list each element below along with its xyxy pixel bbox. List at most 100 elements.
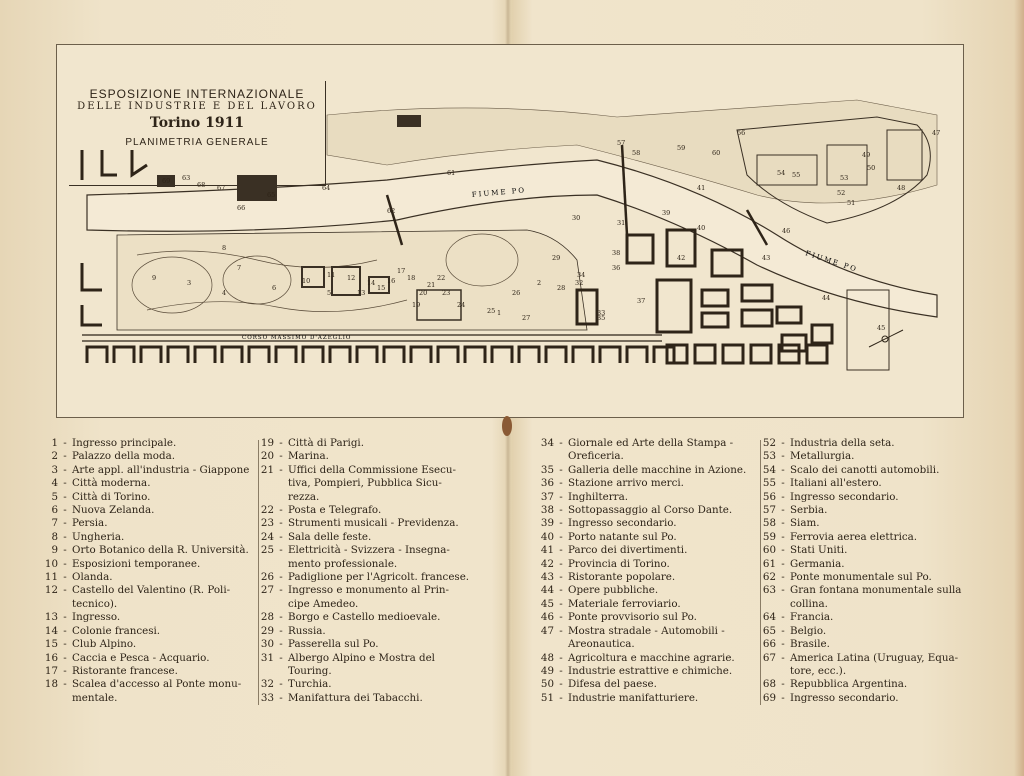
legend-number: 38 <box>540 504 554 517</box>
map-plot-number: 64 <box>322 184 330 192</box>
legend-text: Arte appl. all'industria - Giappone <box>72 463 250 476</box>
legend-text: America Latina (Uruguay, Equa- <box>790 651 959 664</box>
legend-text: Repubblica Argentina. <box>790 678 908 691</box>
map-plot-number: 61 <box>447 169 455 177</box>
map-plot-number: 49 <box>862 151 870 159</box>
legend-dash: - <box>279 584 283 597</box>
legend-text: Albergo Alpino e Mostra del <box>288 651 435 664</box>
legend-dash: - <box>63 651 67 664</box>
map-plot-number: 58 <box>632 149 640 157</box>
legend-item-continuation: Touring. <box>256 665 472 678</box>
legend-number: 32 <box>260 678 274 691</box>
map-plot-number: 35 <box>597 314 605 322</box>
legend-text: Nuova Zelanda. <box>72 504 155 517</box>
legend-dash: - <box>63 463 67 476</box>
map-plot-number: 23 <box>442 289 450 297</box>
legend-dash: - <box>559 437 563 449</box>
map-plot-number: 46 <box>782 227 790 235</box>
legend-item: 67-America Latina (Uruguay, Equa- <box>758 652 974 665</box>
legend-item: 5-Città di Torino. <box>40 491 258 504</box>
legend-dash: - <box>781 624 785 637</box>
legend-number: 40 <box>540 530 554 543</box>
legend-text: Manifattura dei Tabacchi. <box>288 691 423 704</box>
legend-text: Esposizioni temporanee. <box>72 557 201 570</box>
legend-dash: - <box>781 490 785 503</box>
legend-number: 13 <box>44 611 58 624</box>
legend-text: Club Alpino. <box>72 638 137 651</box>
legend-number: 36 <box>540 477 554 490</box>
legend-text: Olanda. <box>72 571 113 584</box>
legend-number: 44 <box>540 584 554 597</box>
legend-text: Turchia. <box>288 678 332 691</box>
legend-item: 7-Persia. <box>40 517 258 530</box>
map-plot-number: 44 <box>822 294 830 302</box>
legend-dash: - <box>63 450 67 463</box>
street-block <box>301 345 325 363</box>
street-block <box>328 345 352 363</box>
legend-text-continuation: rezza. <box>288 490 320 503</box>
legend-dash: - <box>559 651 563 664</box>
legend-dash: - <box>559 557 563 570</box>
legend-text: Ingresso secondario. <box>568 517 677 530</box>
street-block <box>805 343 829 365</box>
legend-dash: - <box>279 544 283 557</box>
legend-item-continuation: mentale. <box>40 692 258 705</box>
legend-dash: - <box>559 477 563 490</box>
legend-number: 50 <box>540 678 554 691</box>
legend-number: 27 <box>260 584 274 597</box>
legend-text: Giornale ed Arte della Stampa - <box>568 437 734 449</box>
legend-item: 32-Turchia. <box>256 678 472 691</box>
map-plot-number: 45 <box>877 324 885 332</box>
page-edge <box>1014 0 1024 776</box>
legend-text: Galleria delle macchine in Azione. <box>568 463 747 476</box>
legend-number: 59 <box>762 530 776 543</box>
map-plot-number: 24 <box>457 301 465 309</box>
legend-dash: - <box>279 504 283 517</box>
legend-dash: - <box>559 624 563 637</box>
legend-item: 24-Sala delle feste. <box>256 531 472 544</box>
street-block <box>436 345 460 363</box>
street-block <box>721 343 745 365</box>
map-title-block: ESPOSIZIONE INTERNAZIONALE DELLE INDUSTR… <box>69 81 326 186</box>
legend-text: Elettricità - Svizzera - Insegna- <box>288 544 450 557</box>
legend-dash: - <box>279 678 283 691</box>
map-plot-number: 22 <box>437 274 445 282</box>
legend-dash: - <box>559 504 563 517</box>
legend-text: Castello del Valentino (R. Poli- <box>72 584 231 597</box>
map-plot-number: 12 <box>347 274 355 282</box>
legend-item-continuation: collina. <box>758 598 974 611</box>
legend-dash: - <box>781 437 785 449</box>
map-plot-number: 31 <box>617 219 625 227</box>
street-block <box>382 345 406 363</box>
legend-number: 51 <box>540 691 554 704</box>
legend-text-continuation: Areonautica. <box>568 638 635 651</box>
legend-number: 7 <box>51 517 58 530</box>
legend-dash: - <box>63 504 67 517</box>
legend-text: Difesa del paese. <box>568 678 657 691</box>
legend-number: 8 <box>51 530 58 543</box>
legend-column-1: 1-Ingresso principale.2-Palazzo della mo… <box>40 437 258 705</box>
street-block <box>85 345 109 363</box>
legend-number: 42 <box>540 557 554 570</box>
street-block <box>463 345 487 363</box>
map-plot-number: 9 <box>152 274 156 282</box>
map-plot-number: 38 <box>612 249 620 257</box>
legend-item-continuation: mento professionale. <box>256 558 472 571</box>
legend-number: 69 <box>762 691 776 704</box>
legend-item-continuation: cipe Amedeo. <box>256 598 472 611</box>
legend-item: 9-Orto Botanico della R. Università. <box>40 544 258 557</box>
legend-number: 2 <box>51 450 58 463</box>
map-plot-number: 5 <box>327 289 331 297</box>
legend-number: 60 <box>762 544 776 557</box>
legend-item: 69-Ingresso secondario. <box>758 692 974 705</box>
legend-item: 1-Ingresso principale. <box>40 437 258 450</box>
map-plot-number: 16 <box>387 277 395 285</box>
legend-number: 39 <box>540 517 554 530</box>
legend-text: Parco dei divertimenti. <box>568 544 688 557</box>
legend-number: 10 <box>44 557 58 570</box>
legend-text: Città moderna. <box>72 477 151 490</box>
legend-text-continuation: cipe Amedeo. <box>288 597 359 610</box>
map-plot-number: 7 <box>237 264 241 272</box>
legend-dash: - <box>279 463 283 476</box>
